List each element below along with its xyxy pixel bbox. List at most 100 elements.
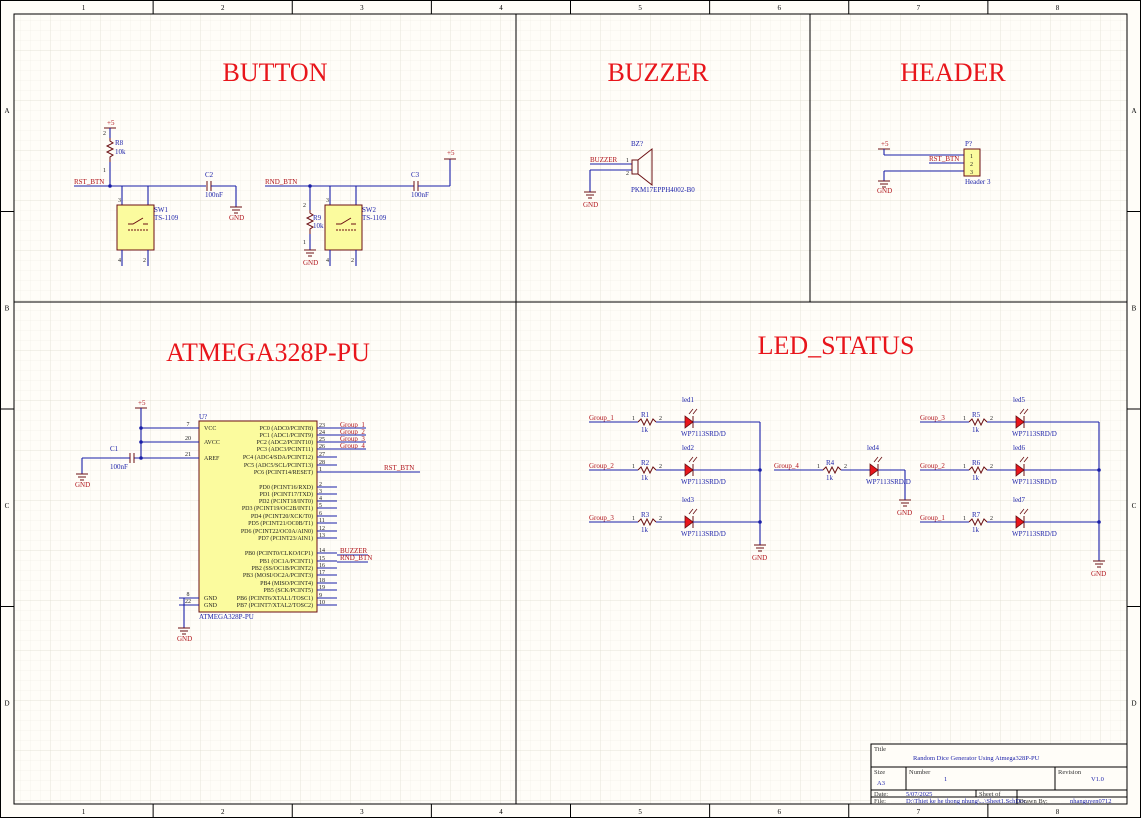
mcu-pin-name: PD4 (PCINT20/XCK/T0): [251, 513, 313, 520]
tb-date: 5/07/2025: [906, 791, 932, 798]
led-resistor-value: 1k: [641, 474, 649, 482]
mcu-pin-name: PD5 (PCINT21/OC0B/T1): [248, 520, 313, 527]
mcu-pin-name: GND: [204, 596, 218, 602]
svg-text:4: 4: [326, 258, 329, 264]
led-icon: [1015, 515, 1025, 529]
sw2-part: TS-1109: [362, 214, 387, 222]
tb-revision: V1.0: [1091, 776, 1104, 783]
mcu-pin-number: 21: [185, 452, 191, 458]
frame-column-label: 5: [638, 4, 642, 12]
c1-name: C1: [110, 445, 119, 453]
gnd-symbol-c1: GND: [75, 473, 90, 489]
mcu-pin-name: PD1 (PCINT17/TXD): [260, 491, 314, 498]
mcu-pin-name: PC1 (ADC1/PCINT9): [259, 432, 313, 439]
net-label-rnd-btn: RND_BTN: [265, 178, 297, 186]
led-net-label: Group_1: [920, 514, 945, 522]
tb-drawn-label: Drawn By:: [1019, 798, 1048, 805]
tb-file: D:\Thiet ke he thong nhung\...\Sheet1.Sc…: [906, 798, 1026, 805]
svg-text:1: 1: [963, 416, 966, 422]
mcu-pin-number: 19: [319, 585, 325, 591]
mcu-pin-number: 20: [185, 436, 191, 442]
resistor-r7: [968, 517, 988, 527]
led-part: WP7113SRD/D: [1012, 530, 1057, 538]
mcu-pin-name: PB5 (SCK/PCINT5): [263, 587, 313, 594]
header-section: +5 RST_BTN 1 2 3 P? Header 3 GND: [877, 140, 991, 195]
mcu-pin-name: PB3 (MOSI/OC2A/PCINT3): [243, 572, 313, 579]
frame-column-label: 2: [221, 4, 225, 12]
svg-text:3: 3: [970, 170, 973, 176]
frame-row-label: B: [1132, 304, 1137, 312]
frame-column-label: 1: [82, 4, 86, 12]
mcu-pin-number: 13: [319, 533, 325, 539]
led-icon: [869, 463, 879, 477]
tb-size: A3: [877, 780, 885, 787]
mcu-vcc-label: +5: [138, 399, 146, 407]
frame-column-label: 6: [777, 808, 781, 816]
frame-row-label: C: [1132, 502, 1137, 510]
c2-name: C2: [205, 171, 214, 179]
mcu-pin-name: PC6 (PCINT14/RESET): [254, 469, 313, 476]
mcu-pin-name: PD0 (PCINT16/RXD): [259, 484, 313, 491]
header-vcc-label: +5: [881, 140, 889, 148]
frame-column-label: 5: [638, 808, 642, 816]
frame-column-label: 7: [917, 4, 921, 12]
mcu-pin-name: PB7 (PCINT7/XTAL2/TOSC2): [237, 602, 313, 609]
resistor-r5: [968, 417, 988, 427]
led-net-label: Group_1: [589, 414, 614, 422]
led-resistor-name: R7: [972, 511, 981, 519]
svg-text:GND: GND: [303, 259, 318, 267]
frame-column-label: 7: [917, 808, 921, 816]
frame-column-label: 8: [1056, 808, 1060, 816]
svg-text:2: 2: [659, 416, 662, 422]
mcu-pin-number: 2: [319, 482, 322, 488]
mcu-pin-name: PB6 (PCINT6/XTAL1/TOSC1): [237, 595, 313, 602]
mcu-pin-number: 1: [319, 467, 322, 473]
title-block: Title Random Dice Generator Using Atmega…: [870, 743, 1128, 805]
svg-text:1: 1: [970, 154, 973, 160]
led-part: WP7113SRD/D: [681, 478, 726, 486]
buzzer-part: PKM17EPPH4002-B0: [631, 186, 695, 194]
frame-row-label: C: [5, 502, 10, 510]
led-resistor-value: 1k: [641, 426, 649, 434]
tb-title: Random Dice Generator Using Atmega328P-P…: [913, 755, 1040, 762]
svg-text:2: 2: [303, 203, 306, 209]
svg-text:2: 2: [970, 162, 973, 168]
frame-column-label: 6: [777, 4, 781, 12]
led-name: led3: [682, 496, 695, 504]
mcu-chip: [198, 420, 318, 613]
mcu-pin-name: PB2 (SS/OC1B/PCINT2): [251, 565, 313, 572]
net-label-rst-btn: RST_BTN: [74, 178, 104, 186]
mcu-part: ATMEGA328P-PU: [199, 613, 254, 621]
svg-text:1: 1: [963, 516, 966, 522]
led-icon: [684, 463, 694, 477]
mcu-pin-number: 6: [319, 511, 322, 517]
tb-number-label: Number: [909, 769, 931, 776]
svg-text:2: 2: [990, 516, 993, 522]
frame-column-label: 1: [82, 808, 86, 816]
frame-row-label: A: [1131, 107, 1136, 115]
mcu-pin-name: AVCC: [204, 440, 220, 446]
mcu-pin-name: PC5 (ADC5/SCL/PCINT13): [244, 462, 313, 469]
frame-column-label: 4: [499, 808, 503, 816]
mcu-pin-number: 14: [319, 548, 325, 554]
gnd-symbol-r9: GND: [303, 249, 318, 267]
led-resistor-name: R4: [826, 459, 835, 467]
header-connector: [963, 148, 981, 177]
led-name: led1: [682, 396, 695, 404]
svg-text:GND: GND: [177, 635, 192, 643]
led-name: led6: [1013, 444, 1026, 452]
led-part: WP7113SRD/D: [681, 530, 726, 538]
mcu-net-buzzer: BUZZER: [340, 547, 368, 555]
mcu-net-group3: Group_3: [340, 435, 365, 443]
mcu-pin-number: 5: [319, 503, 322, 509]
mcu-pin-name: PC0 (ADC0/PCINT8): [259, 425, 313, 432]
section-title-header: HEADER: [900, 58, 1006, 87]
mcu-pin-name: PC4 (ADC4/SDA/PCINT12): [243, 454, 313, 461]
